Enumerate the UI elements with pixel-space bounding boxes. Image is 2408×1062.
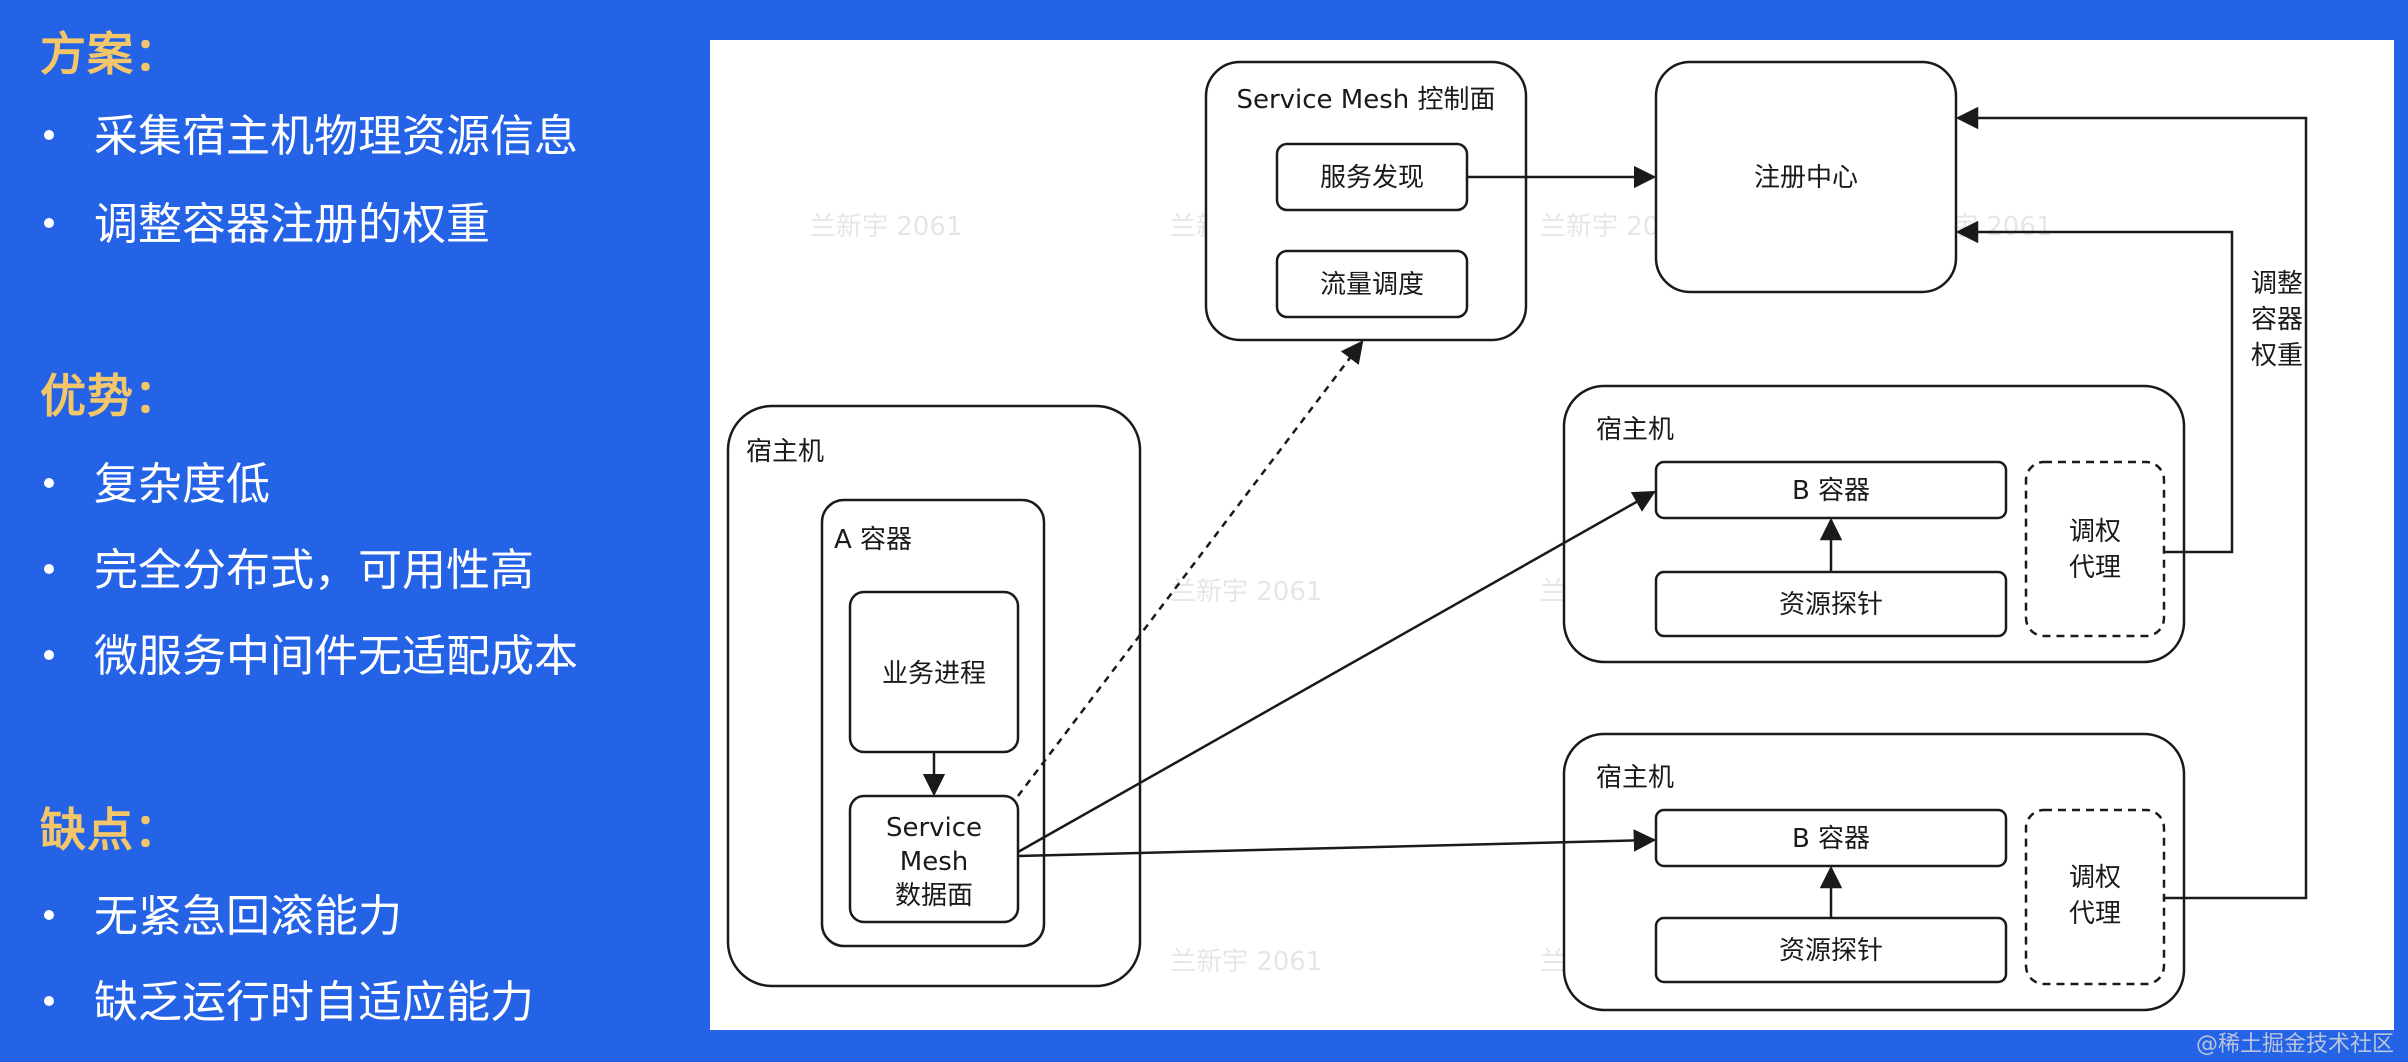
host-a-title: 宿主机 <box>746 437 824 467</box>
diagram-canvas: 兰新宇 2061 兰新宇 2061 兰新宇 2061 兰新宇 2061 兰新宇 … <box>726 60 2308 1012</box>
advantages-heading: 优势： <box>40 369 181 423</box>
plan-heading: 方案： <box>40 27 181 81</box>
watermark-text: 兰新宇 2061 <box>1170 947 1322 977</box>
data-plane-label-line1: Service <box>886 813 982 843</box>
weight-label-line2: 容器 <box>2251 305 2303 335</box>
container-b2-label: B 容器 <box>1792 824 1870 854</box>
arrow-dataplane-to-b1 <box>1017 490 1656 854</box>
plan-item-text: 采集宿主机物理资源信息 <box>94 111 578 162</box>
registry-label: 注册中心 <box>1754 163 1858 193</box>
weight-agent-b1-line1: 调权 <box>2069 517 2121 547</box>
weight-label-bg <box>2250 258 2304 388</box>
control-plane-title: Service Mesh 控制面 <box>1236 85 1495 115</box>
advantage-item-text: 微服务中间件无适配成本 <box>94 631 578 682</box>
arrow-dataplane-to-b2 <box>1017 829 1657 858</box>
probe-b1-label: 资源探针 <box>1779 590 1883 620</box>
host-b2-title: 宿主机 <box>1596 763 1674 793</box>
weight-agent-b2-line1: 调权 <box>2069 863 2121 893</box>
disadvantage-item-text: 无紧急回滚能力 <box>94 891 402 942</box>
data-plane-label-line3: 数据面 <box>895 881 973 911</box>
weight-agent-b2-box <box>2024 808 2166 986</box>
weight-agent-b1-line2: 代理 <box>2069 553 2121 583</box>
credit-watermark: @稀土掘金技术社区 <box>2195 1032 2394 1057</box>
left-text-panel: 方案： 采集宿主机物理资源信息 调整容器注册的权重 优势： 复杂度低 完全分布式… <box>0 0 700 1062</box>
advantage-item: 完全分布式，可用性高 <box>44 534 534 598</box>
plan-item: 调整容器注册的权重 <box>44 188 490 252</box>
plan-item-text: 调整容器注册的权重 <box>94 199 490 250</box>
weight-agent-b1-box <box>2024 460 2166 638</box>
traffic-scheduling-box <box>1275 249 1469 319</box>
arrow-agent-b2-to-registry <box>1955 106 2308 900</box>
bullet-dot <box>44 910 54 920</box>
bullet-dot <box>44 218 54 228</box>
business-process-label: 业务进程 <box>882 659 986 689</box>
watermark-text: 兰新宇 2061 <box>1170 577 1322 607</box>
bullet-dot <box>44 478 54 488</box>
service-discovery-label: 服务发现 <box>1320 163 1424 193</box>
arrow-dataplane-to-control <box>1017 340 1364 797</box>
advantage-item-text: 完全分布式，可用性高 <box>94 545 534 596</box>
disadvantages-heading: 缺点： <box>40 803 181 857</box>
bullet-dot <box>44 650 54 660</box>
probe-b2-label: 资源探针 <box>1779 936 1883 966</box>
container-b1-label: B 容器 <box>1792 476 1870 506</box>
disadvantage-item: 无紧急回滚能力 <box>44 880 402 944</box>
disadvantage-item-text: 缺乏运行时自适应能力 <box>94 977 534 1028</box>
host-b1-title: 宿主机 <box>1596 415 1674 445</box>
advantage-item: 微服务中间件无适配成本 <box>44 620 578 684</box>
data-plane-label-line2: Mesh <box>900 847 968 877</box>
architecture-diagram: 兰新宇 2061 兰新宇 2061 兰新宇 2061 兰新宇 2061 兰新宇 … <box>710 40 2394 1030</box>
container-a-title: A 容器 <box>834 525 912 555</box>
advantage-item: 复杂度低 <box>44 448 270 512</box>
advantage-item-text: 复杂度低 <box>94 459 270 510</box>
weight-agent-b2-line2: 代理 <box>2069 899 2121 929</box>
disadvantage-item: 缺乏运行时自适应能力 <box>44 966 534 1030</box>
plan-item: 采集宿主机物理资源信息 <box>44 100 578 164</box>
bullet-dot <box>44 996 54 1006</box>
traffic-scheduling-label: 流量调度 <box>1320 270 1424 300</box>
bullet-dot <box>44 564 54 574</box>
weight-label-line3: 权重 <box>2251 341 2303 371</box>
watermark-text: 兰新宇 2061 <box>810 212 962 242</box>
arrow-agent-b1-to-registry <box>1955 220 2234 554</box>
bullet-dot <box>44 130 54 140</box>
weight-label-line1: 调整 <box>2251 269 2303 299</box>
